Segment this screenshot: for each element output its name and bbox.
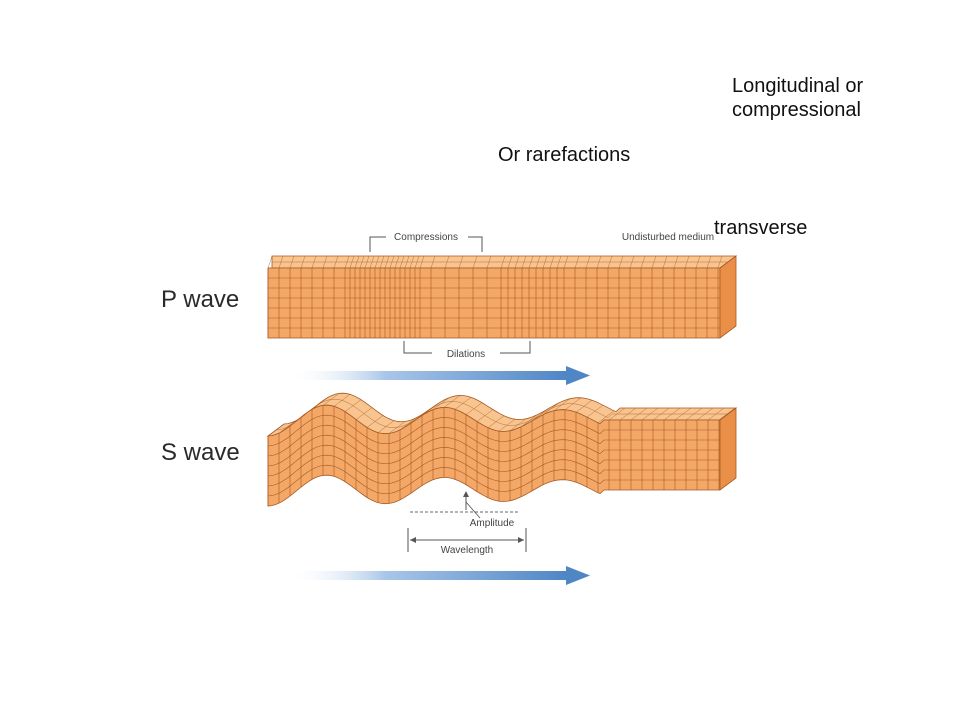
dilations-label: Dilations <box>447 349 485 360</box>
wavelength-marker: Wavelength <box>407 528 527 556</box>
s-wave-block <box>266 392 738 507</box>
p-wave-block <box>267 255 738 339</box>
p-wave-side-face <box>719 255 737 339</box>
p-wave-label: P wave <box>161 286 240 313</box>
grid-line <box>267 454 720 487</box>
p-wave-grid <box>267 255 728 338</box>
grid-line <box>267 255 273 269</box>
amplitude-marker: Amplitude <box>410 491 520 529</box>
grid-line <box>267 444 720 477</box>
s-wave-arrow <box>288 566 590 585</box>
compressions-label: Compressions <box>394 232 458 243</box>
grid-line <box>275 398 728 431</box>
compressions-bracket: Compressions <box>369 232 483 252</box>
transverse-note: transverse <box>714 217 808 239</box>
wavelength-label: Wavelength <box>441 545 493 556</box>
p-wave-front-face <box>267 267 721 339</box>
undisturbed-medium-label: Undisturbed medium <box>622 232 714 243</box>
longitudinal-note-line2: compressional <box>732 99 861 121</box>
grid-line <box>267 434 720 467</box>
rarefactions-note: Or rarefactions <box>498 144 631 166</box>
longitudinal-note-line1: Longitudinal or <box>732 75 864 97</box>
grid-line <box>267 414 720 447</box>
amplitude-label: Amplitude <box>470 518 515 529</box>
dilations-bracket: Dilations <box>403 341 531 360</box>
s-wave-grid <box>267 393 736 506</box>
grid-line <box>267 424 720 457</box>
p-wave-arrow <box>288 366 590 385</box>
grid-line <box>267 464 720 497</box>
longitudinal-note: Longitudinal or compressional <box>732 74 932 122</box>
s-wave-side-face <box>719 407 737 491</box>
s-wave-label: S wave <box>161 439 240 466</box>
